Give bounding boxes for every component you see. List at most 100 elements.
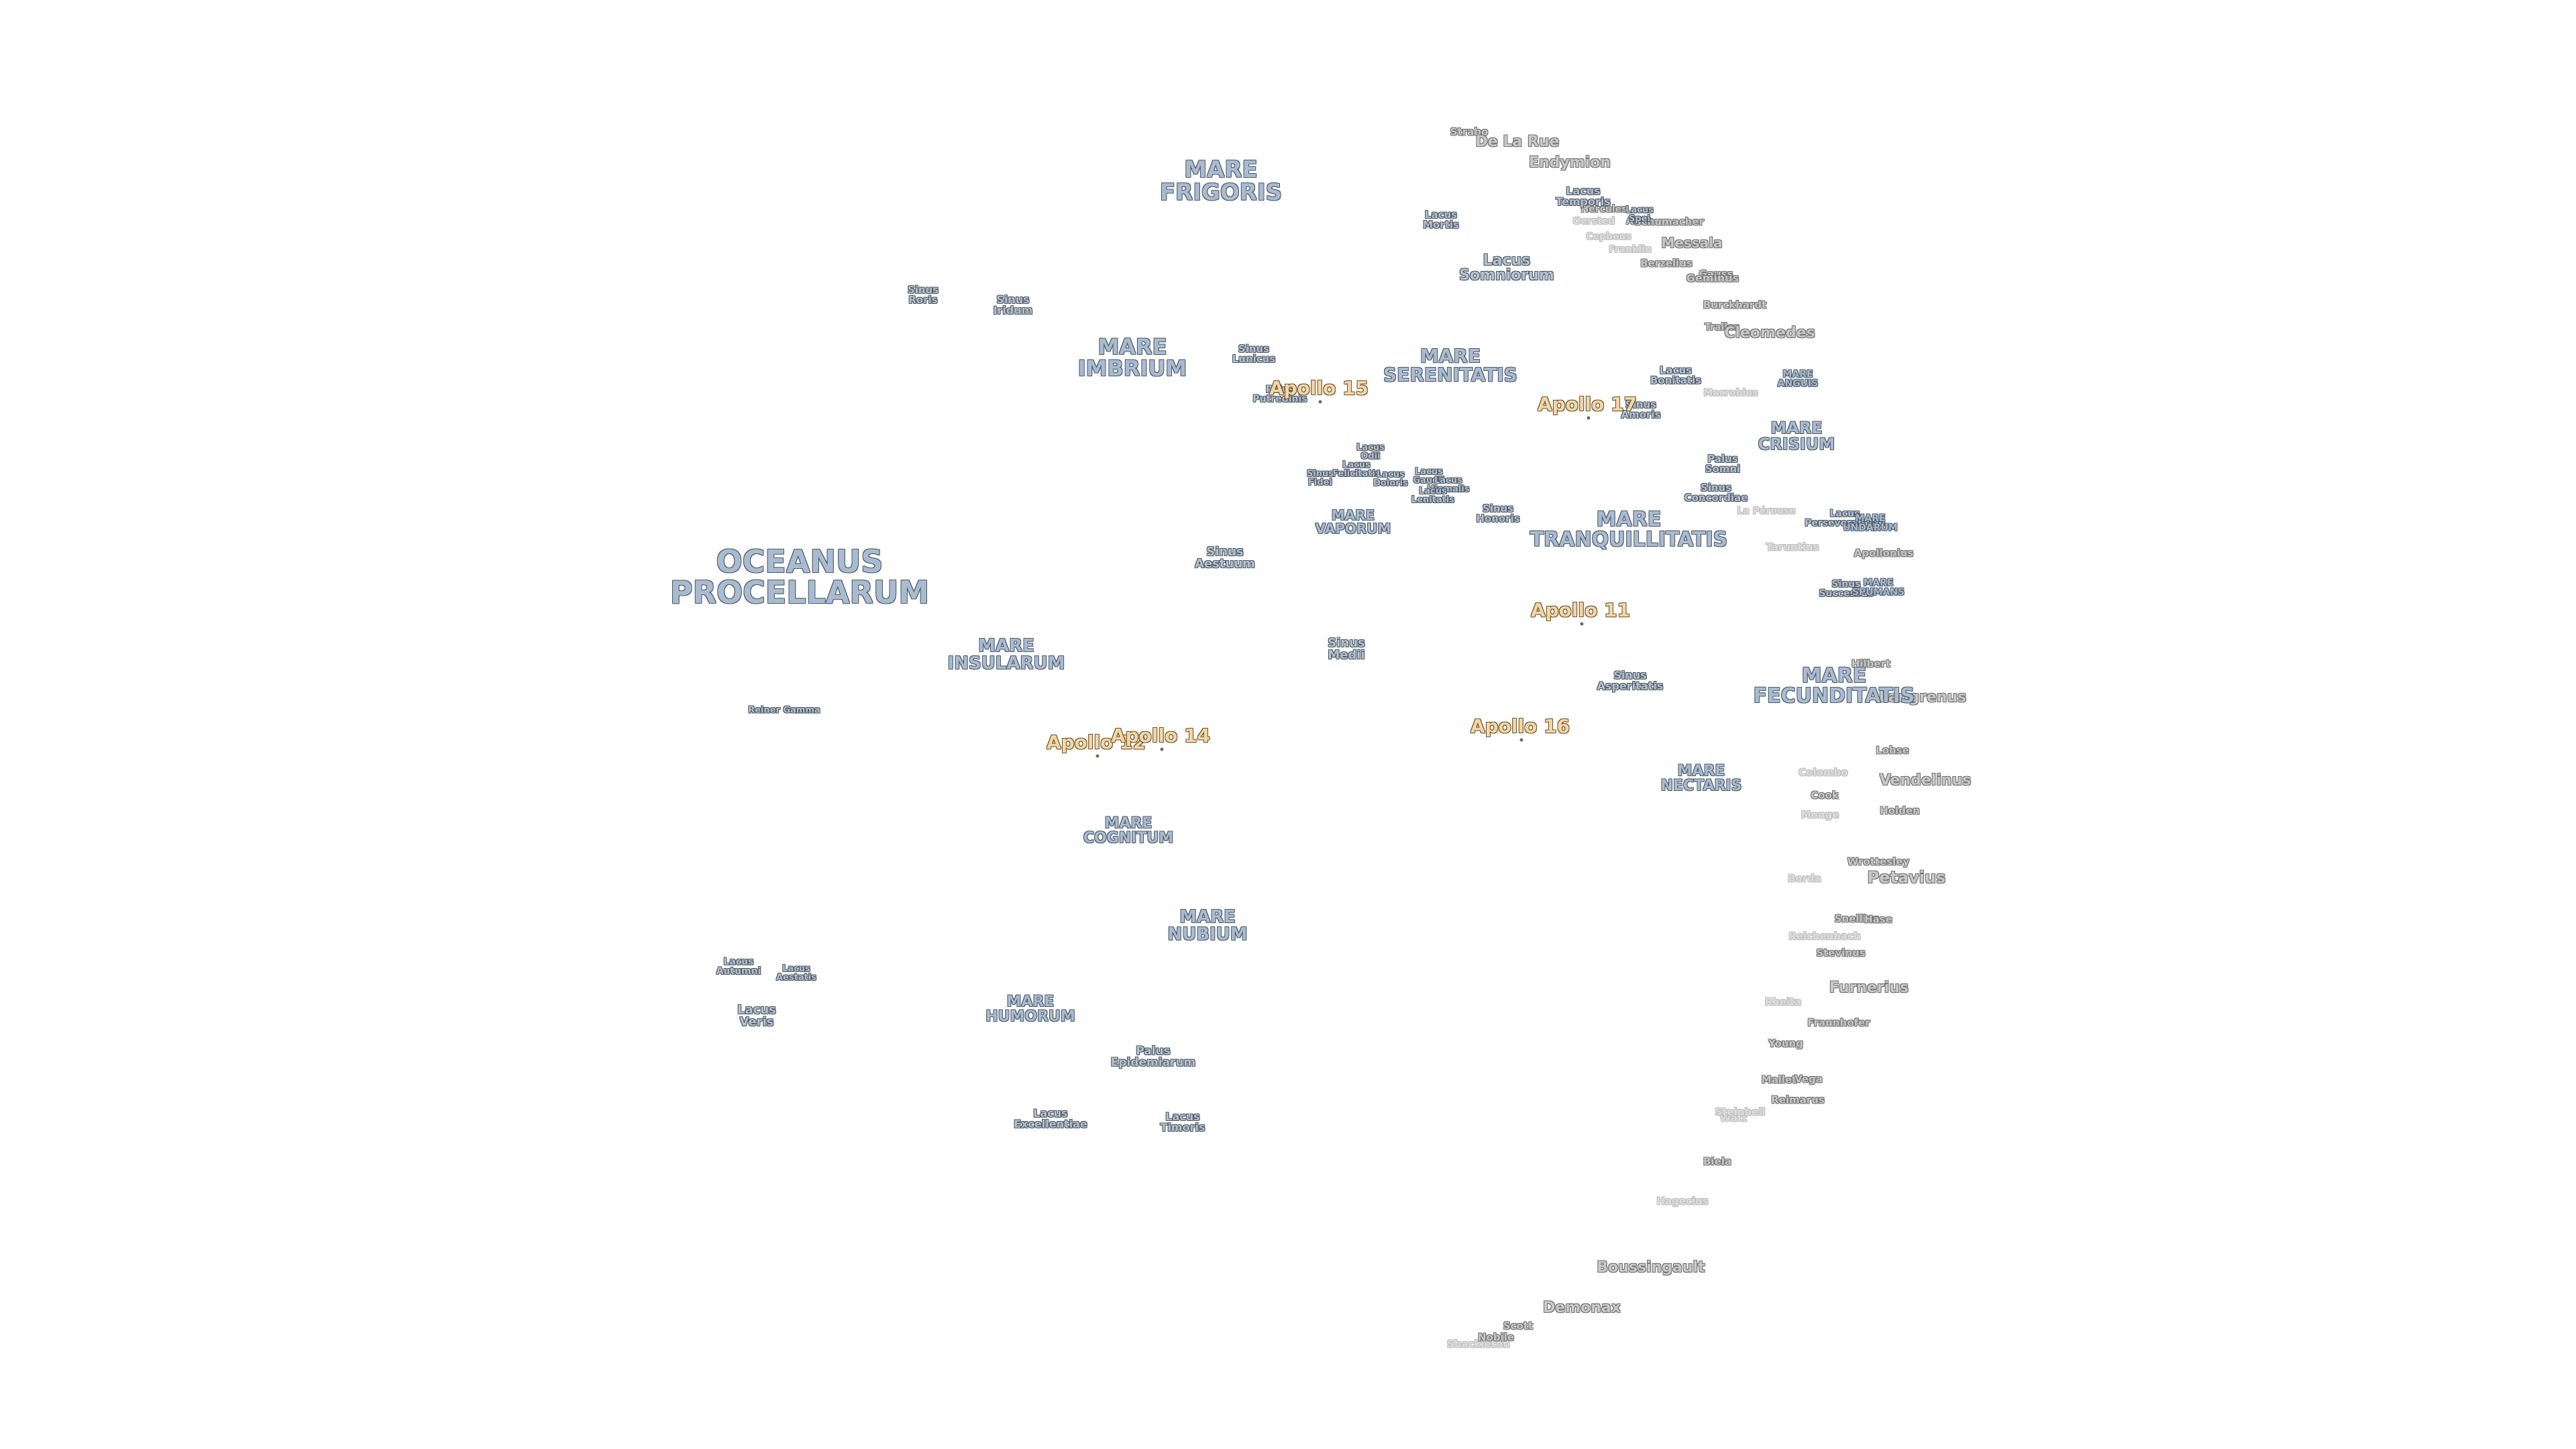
mare-frigoris-line: FRIGORIS [1159,179,1283,206]
mare-cognitum-line: MARE [1104,815,1152,832]
lacus-hiemalis-line: Hiemalis [1427,484,1470,494]
lacus-felicitatis-line: Felicitatis [1332,469,1381,479]
colombo-label: Colombo [1799,766,1848,779]
sinus-iridum-line: Sinus [996,293,1030,306]
sinus-successus-line: Successus [1819,588,1874,599]
burckhardt-label: Burckhardt [1703,299,1767,311]
lacus-hiemalis-line: Lacus [1434,476,1462,486]
lacus-doloris-line: Lacus [1377,470,1405,480]
mare-nectaris-line: NECTARIS [1660,777,1742,794]
reiner-gamma-label: Reiner Gamma [748,706,820,715]
sinus-fidei-line: Fidei [1308,478,1332,488]
apollo-14-label: Apollo 14 [1110,724,1211,747]
palus-putredinis-line: Palus [1265,384,1295,395]
sinus-fidei-line: Sinus [1306,469,1334,479]
lacus-bonitatis-line: Bonitatis [1650,374,1702,386]
mare-imbrium-line: MARE [1097,334,1167,360]
wrottesley-label: Wrottesley [1847,855,1910,868]
macrobius-label: Macrobius [1703,388,1758,398]
watt-label: Watt [1719,1112,1748,1124]
mare-humorum-line: HUMORUM [985,1008,1075,1025]
sinus-asperitatis-line: Asperitatis [1597,680,1664,692]
apollo-11-marker [1580,622,1584,626]
lacus-temporis-line: Temporis [1556,195,1611,208]
nobile-label: Nobile [1477,1331,1515,1344]
oersted-label: Oersted [1572,216,1615,227]
lacus-felicitatis-line: Lacus [1342,460,1371,470]
mare-serenitatis-line: SERENITATIS [1383,364,1517,386]
lacus-somniorum-line: Somniorum [1459,267,1554,284]
mare-frigoris-line: MARE [1184,156,1258,183]
mare-vaporum-line: VAPORUM [1315,521,1391,537]
mare-imbrium-line: IMBRIUM [1077,356,1187,381]
sinus-successus-line: Sinus [1831,579,1861,590]
apollo-15-label: Apollo 15 [1269,377,1369,399]
mare-crisium-line: CRISIUM [1758,435,1835,453]
apollo-15-marker [1318,400,1322,404]
mallet-label: Mallet [1761,1073,1797,1086]
hase-label: Hase [1864,913,1892,926]
lacus-odii-line: Odii [1360,451,1381,462]
oceanus-procellarum-line: OCEANUS [716,543,883,580]
sinus-honoris-line: Honoris [1476,513,1520,525]
apollo-17-marker [1587,416,1591,420]
mare-humorum-line: MARE [1006,994,1055,1010]
reichenbach-label: Reichenbach [1788,930,1861,943]
sinus-concordiae-line: Sinus [1700,482,1732,494]
lacus-gaudii-line: Gaudii [1413,476,1445,486]
palus-epidemiarum-line: Epidemiarum [1110,1056,1196,1069]
lacus-veris-line: Veris [739,1015,774,1029]
messala-label: Messala [1661,235,1723,251]
lacus-bonitatis-line: Lacus [1659,364,1693,376]
sinus-iridum-line: Iridum [993,304,1033,317]
palus-somni-line: Somni [1705,463,1741,475]
furnerius-label: Furnerius [1829,979,1909,996]
lacus-excellentiae-line: Lacus [1033,1107,1068,1120]
lacus-perseverantiae-line: Lacus [1829,508,1860,519]
lacus-aestatis-line: Lacus [782,964,810,974]
reiner-gamma-line: Reiner Gamma [748,705,820,716]
cook-label: Cook [1811,789,1839,802]
lacus-gaudii-line: Lacus [1415,467,1443,477]
mare-fecunditatis-line: MARE [1801,664,1867,688]
fraunhofer-label: Fraunhofer [1807,1016,1870,1029]
rheita-label: Rheita [1764,996,1802,1008]
atlas-label: Atlas [1625,216,1654,227]
sinus-aestuum-line: Aestuum [1195,557,1255,571]
taruntius-label: Taruntius [1766,541,1819,553]
boussingault-label: Boussingault [1597,1259,1705,1276]
lacus-somniorum-line: Lacus [1483,252,1531,269]
monge-label: Monge [1801,808,1839,821]
lacus-timoris-line: Lacus [1165,1110,1200,1123]
de-la-rue-label: De La Rue [1475,133,1560,150]
vendelinus-label: Vendelinus [1879,772,1972,789]
mare-nubium-line: NUBIUM [1167,924,1248,945]
lacus-timoris-line: Timoris [1160,1121,1205,1134]
apollo-11-label: Apollo 11 [1530,599,1631,621]
mare-undarum-line: MARE [1855,513,1886,524]
berzelius-label: Berzelius [1640,257,1693,270]
petavius-label: Petavius [1867,868,1946,887]
